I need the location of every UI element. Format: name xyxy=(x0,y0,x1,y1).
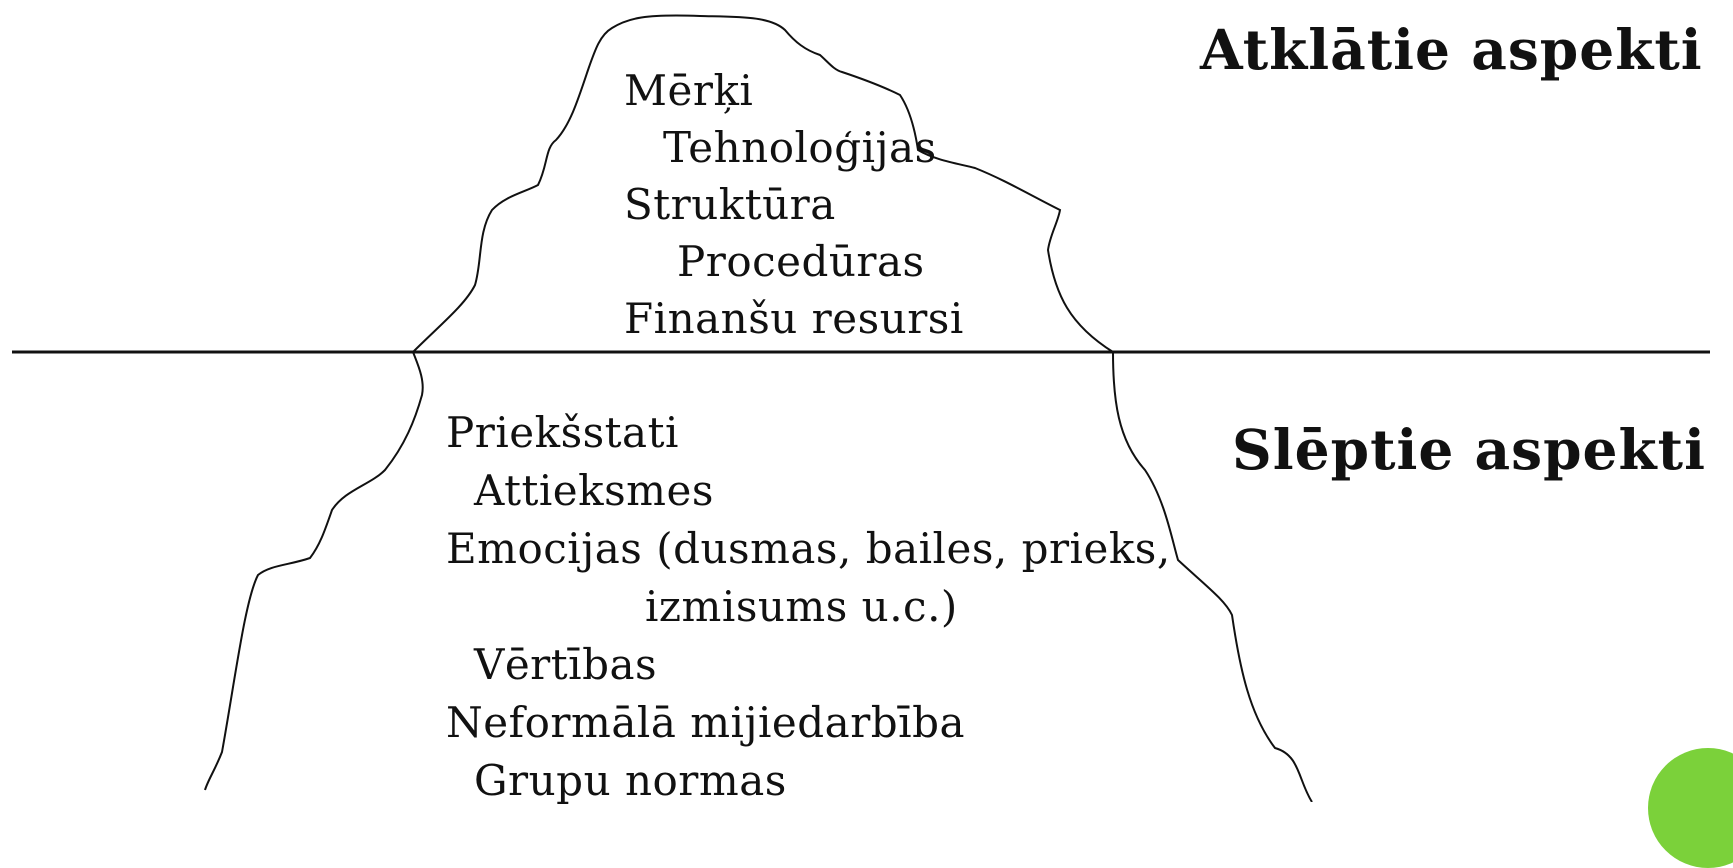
heading-hidden-aspects: Slēptie aspekti xyxy=(1232,417,1706,482)
hidden-item: Neformālā mijiedarbība xyxy=(446,698,966,747)
hidden-item: Grupu normas xyxy=(474,756,787,805)
visible-item: Finanšu resursi xyxy=(624,294,964,343)
iceberg-outline xyxy=(412,14,1313,802)
hidden-item: Attieksmes xyxy=(474,466,714,515)
iceberg-outline-lower-left xyxy=(204,351,424,791)
iceberg-diagram xyxy=(12,14,1710,802)
hidden-item: Emocijas (dusmas, bailes, prieks, xyxy=(446,524,1171,573)
hidden-item: Priekšstati xyxy=(446,408,679,457)
hidden-item: izmisums u.c.) xyxy=(645,582,958,631)
visible-item: Procedūras xyxy=(677,237,925,286)
heading-visible-aspects: Atklātie aspekti xyxy=(1200,17,1703,82)
visible-item: Tehnoloģijas xyxy=(663,123,937,172)
hidden-item: Vērtības xyxy=(474,640,658,689)
visible-item: Mērķi xyxy=(624,66,754,115)
visible-item: Struktūra xyxy=(624,180,836,229)
